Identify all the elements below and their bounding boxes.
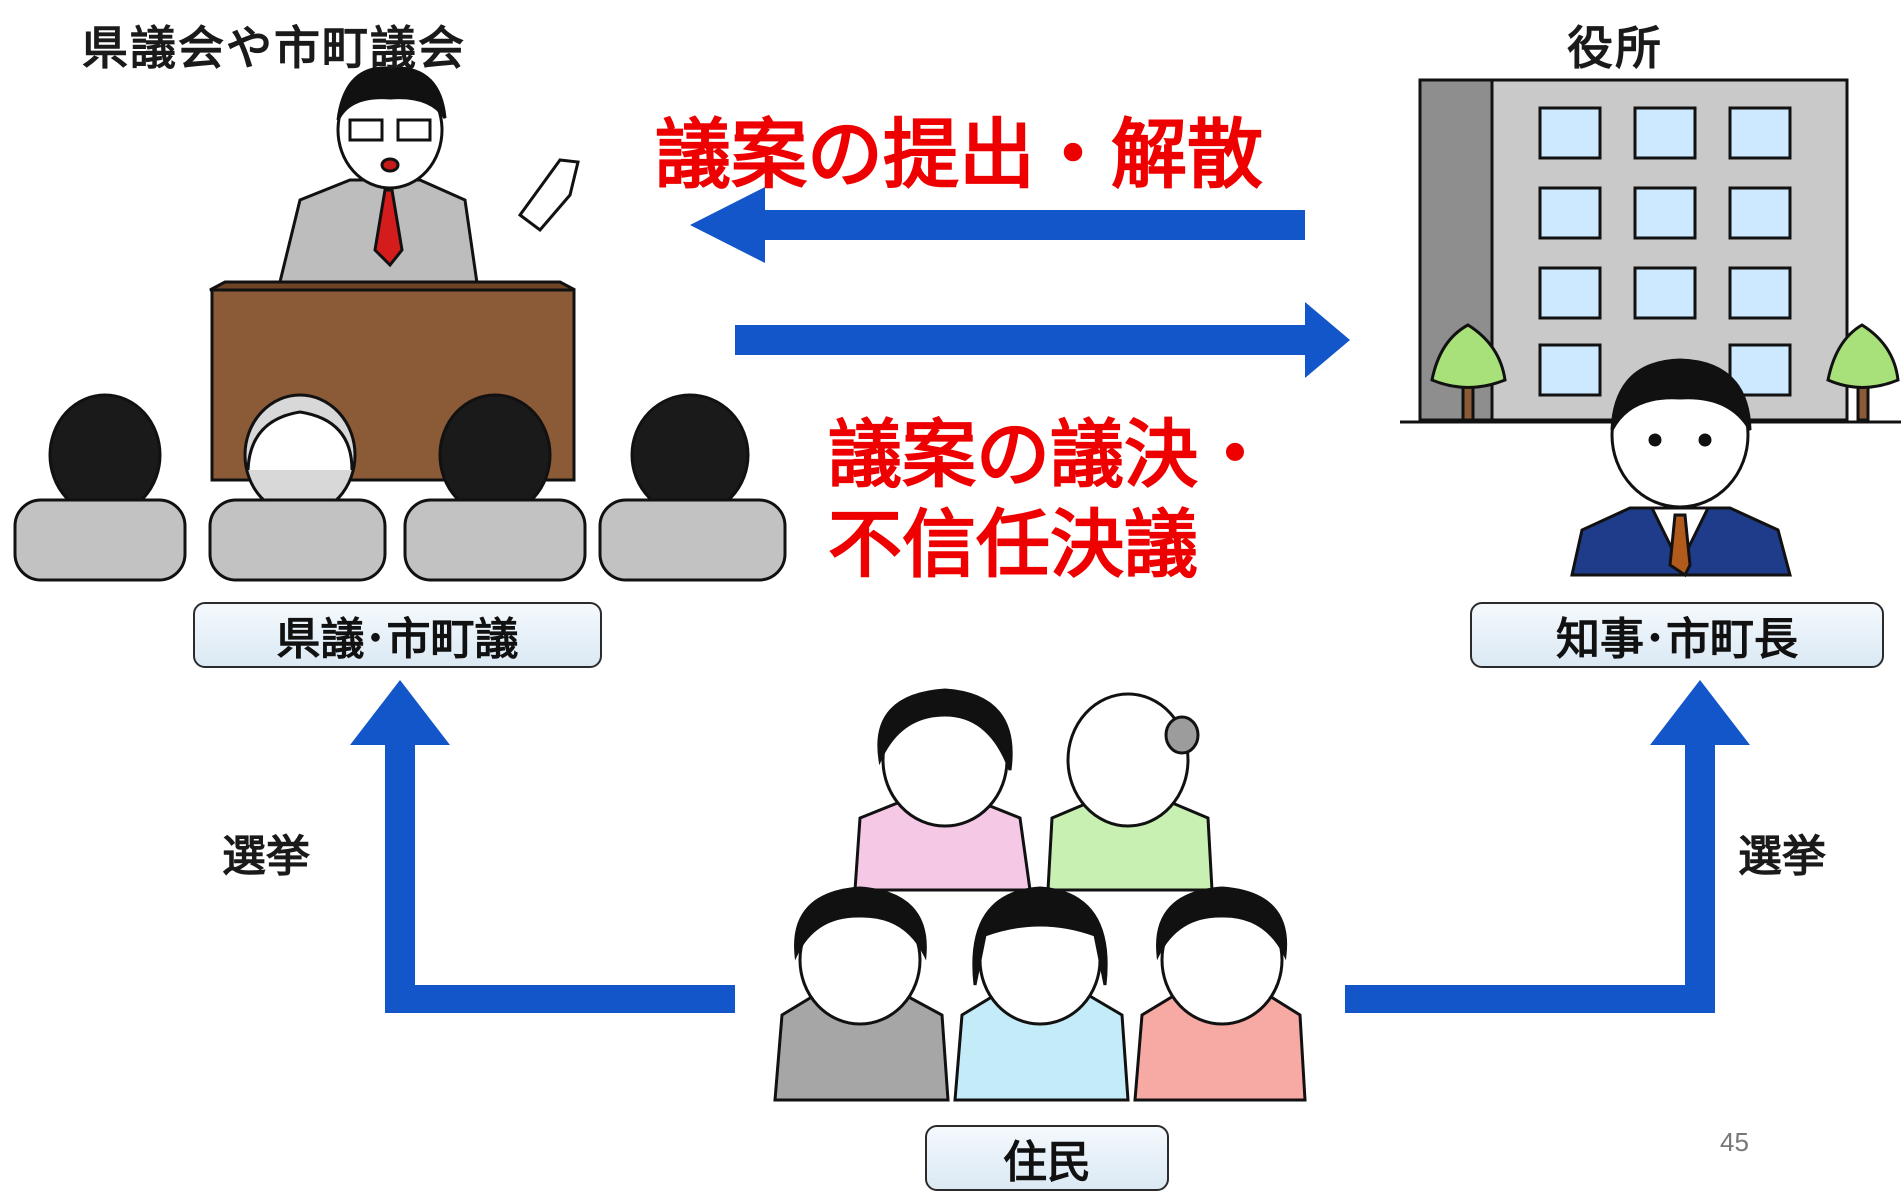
assembly-heading: 県議会や市町議会: [82, 21, 466, 75]
audience-chairs: [13, 498, 787, 582]
election-label-left: 選挙: [222, 831, 310, 882]
badge-residents-label: 住民: [1003, 1137, 1091, 1188]
badge-heads: 知事･市町長: [1470, 602, 1884, 668]
arrow-assembly-to-office: [735, 302, 1350, 378]
arrow-election-left: [350, 680, 735, 1013]
tree-right: [1826, 323, 1900, 422]
page-number: 45: [1720, 1127, 1749, 1157]
arrow-election-right: [1345, 680, 1750, 1013]
election-label-right: 選挙: [1738, 831, 1826, 882]
flow-label-to-office-line1: 議案の議決・: [828, 412, 1272, 498]
audience-heads: [48, 393, 750, 557]
badge-residents: 住民: [925, 1125, 1169, 1191]
speaker-figure: [276, 66, 580, 292]
badge-heads-label: 知事･市町長: [1556, 614, 1798, 665]
flow-label-to-office-line2: 不信任決議: [828, 502, 1198, 588]
badge-members: 県議･市町議: [193, 602, 602, 668]
badge-members-label: 県議･市町議: [276, 614, 519, 665]
mayor-figure: [1570, 358, 1792, 578]
arrow-office-to-assembly: [690, 187, 1305, 263]
office-heading: 役所: [1567, 21, 1663, 75]
residents-group: [773, 688, 1307, 1102]
flow-label-to-assembly: 議案の提出・解散: [655, 110, 1263, 199]
tree-left: [1430, 323, 1507, 422]
